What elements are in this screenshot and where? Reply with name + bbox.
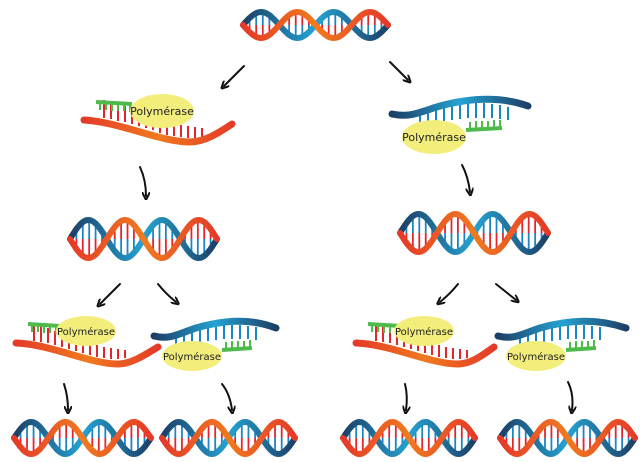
dna-helix-gen2-4 (497, 418, 638, 458)
arrow-icon (224, 65, 245, 86)
replication-fork-1-right: Polymérase (388, 95, 532, 154)
template-strand (388, 95, 532, 119)
primer (465, 120, 503, 132)
arrow-icon (139, 166, 146, 196)
polymerase-enzyme: Polymérase (506, 341, 566, 371)
template-strand (80, 116, 236, 146)
primer (367, 322, 401, 334)
arrow-icon (221, 383, 232, 410)
replication-fork-2-1: Polymérase (12, 316, 162, 368)
replication-fork-2-2: Polymérase (150, 317, 280, 371)
strand-orange (397, 210, 551, 256)
replication-fork-2-4: Polymérase (494, 317, 630, 371)
polymerase-label: Polymérase (395, 326, 453, 338)
dna-helix-gen2-3 (340, 418, 478, 458)
strand-orange (340, 418, 478, 458)
arrow-icon (405, 383, 407, 410)
dna-helix-gen1-right (397, 210, 551, 256)
strand-orange (67, 216, 220, 262)
polymerase-label: Polymérase (507, 351, 565, 363)
strand-orange (240, 8, 391, 42)
polymerase-label: Polymérase (402, 131, 466, 144)
polymerase-enzyme: Polymérase (162, 341, 222, 371)
replication-fork-1-left: Polymérase (80, 94, 236, 146)
primer (565, 340, 597, 352)
polymerase-label: Polymérase (130, 105, 194, 118)
arrow-icon (440, 283, 459, 302)
strand-orange (497, 418, 638, 458)
polymerase-enzyme: Polymérase (402, 120, 466, 154)
arrow-icon (63, 383, 68, 410)
dna-helix-gen1-left (67, 216, 220, 262)
primer (95, 100, 133, 112)
template-strand (12, 339, 162, 368)
arrow-icon (389, 61, 408, 80)
replication-fork-2-3: Polymérase (352, 316, 498, 368)
polymerase-label: Polymérase (163, 351, 221, 363)
template-strand (494, 317, 630, 341)
dna-helix-parent (240, 8, 391, 42)
arrow-icon (567, 381, 573, 410)
arrow-icon (100, 283, 121, 304)
template-strand (150, 317, 280, 341)
polymerase-enzyme: Polymérase (56, 316, 116, 346)
polymerase-label: Polymérase (57, 326, 115, 338)
template-strand (352, 339, 498, 368)
polymerase-enzyme: Polymérase (130, 94, 194, 128)
dna-helix-gen2-1 (11, 418, 154, 458)
primer (221, 340, 253, 352)
primer (27, 322, 61, 334)
polymerase-enzyme: Polymérase (394, 316, 454, 346)
dna-helix-gen2-2 (159, 418, 298, 458)
arrow-icon (461, 164, 470, 192)
strand-orange (159, 418, 298, 458)
strand-orange (11, 418, 154, 458)
arrows (63, 61, 573, 410)
arrow-icon (157, 283, 176, 302)
arrow-icon (495, 283, 516, 300)
